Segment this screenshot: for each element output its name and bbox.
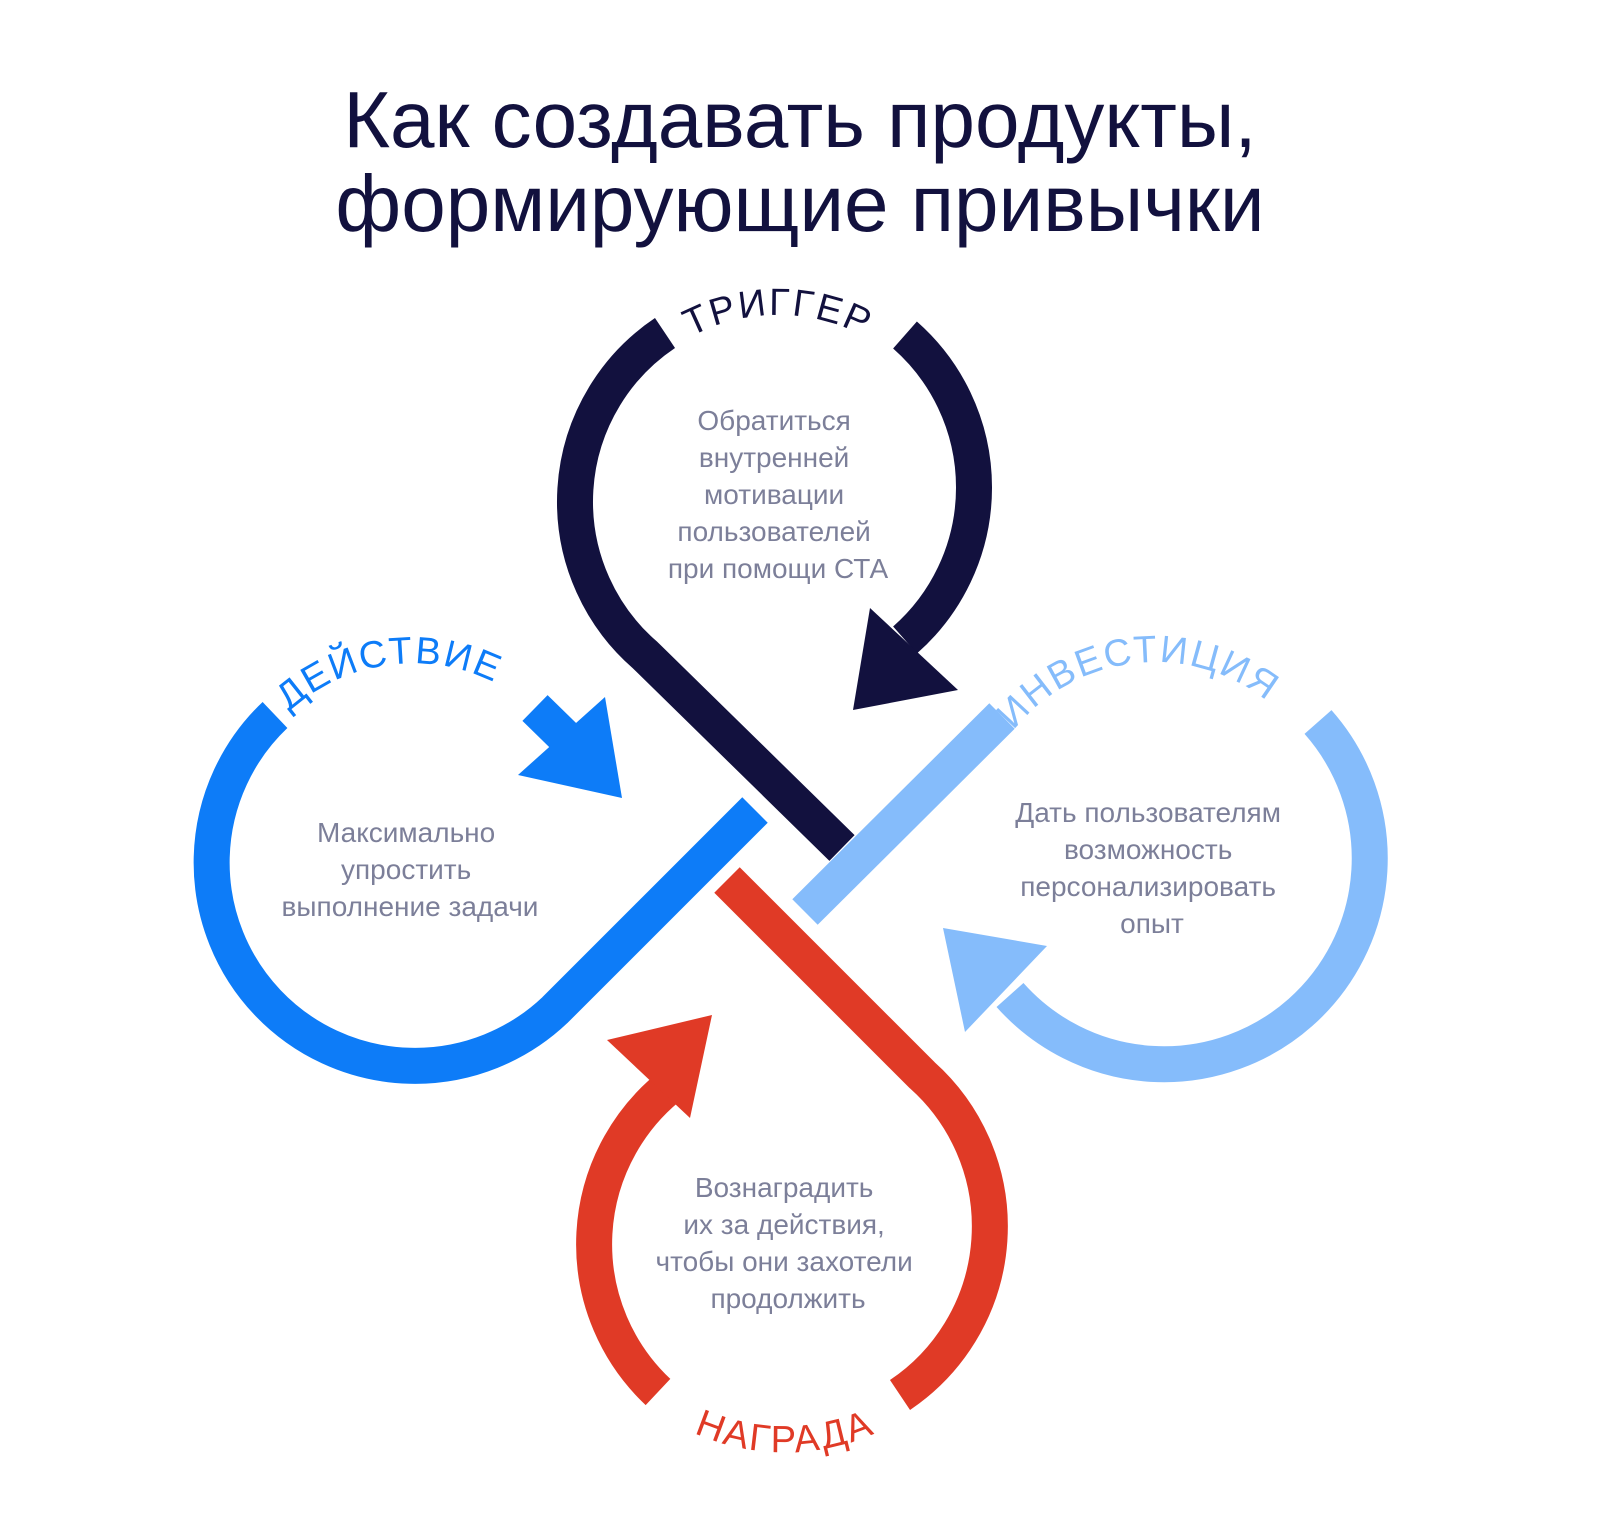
trigger-loop: ТРИГГЕР Обратиться внутренней мотивации …	[557, 282, 993, 861]
svg-text:ДЕЙСТВИЕ: ДЕЙСТВИЕ	[268, 630, 508, 718]
svg-text:ТРИГГЕР: ТРИГГЕР	[677, 282, 879, 345]
trigger-curve-right	[892, 321, 993, 654]
action-label: ДЕЙСТВИЕ	[268, 630, 506, 718]
investment-line	[792, 703, 1015, 925]
action-description: Максимально упростить выполнение задачи	[282, 817, 539, 922]
page-title: Как создавать продукты, формирующие прив…	[0, 78, 1600, 246]
title-line-1: Как создавать продукты,	[343, 75, 1257, 164]
trigger-label: ТРИГГЕР	[677, 282, 877, 345]
svg-text:ИНВЕСТИЦИЯ: ИНВЕСТИЦИЯ	[989, 629, 1287, 737]
reward-curve-right	[714, 867, 1008, 1410]
reward-arrowhead-icon	[607, 1015, 712, 1118]
reward-description: Вознаградить их за действия, чтобы они з…	[655, 1172, 920, 1314]
action-curve	[193, 701, 768, 1084]
trigger-arrowhead-icon	[853, 608, 958, 710]
investment-arrowhead-icon	[943, 928, 1047, 1032]
title-line-2: формирующие привычки	[335, 159, 1265, 248]
svg-text:НАГРАДА: НАГРАДА	[690, 1402, 879, 1461]
reward-loop: НАГРАДА Вознаградить их за действия, что…	[576, 867, 1008, 1461]
action-arrowhead-icon	[518, 697, 622, 798]
reward-label: НАГРАДА	[690, 1402, 877, 1461]
trigger-description: Обратиться внутренней мотивации пользова…	[668, 405, 889, 584]
investment-description: Дать пользователям возможность персонали…	[1015, 797, 1288, 939]
investment-label: ИНВЕСТИЦИЯ	[989, 629, 1285, 737]
reward-curve-left	[576, 1067, 686, 1406]
trigger-curve-left	[557, 318, 855, 861]
investment-curve	[996, 710, 1388, 1083]
